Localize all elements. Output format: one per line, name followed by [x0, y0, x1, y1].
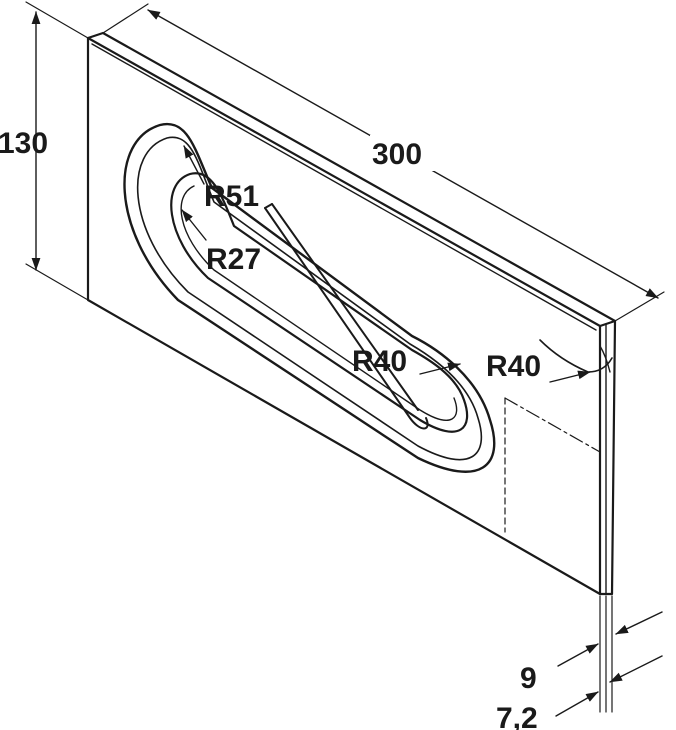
label-thickness-total: 9 [520, 662, 537, 695]
callout-r27: R27 [181, 209, 261, 276]
label-r40-slot: R40 [352, 345, 407, 378]
slot [264, 203, 429, 430]
dimension-length: 300 [102, 3, 665, 322]
label-r51: R51 [204, 180, 259, 213]
dimension-height: 130 [0, 1, 89, 301]
callout-r40-edge: R40 [486, 350, 591, 383]
label-r40-edge: R40 [486, 350, 541, 383]
label-thickness-panel: 7,2 [496, 702, 538, 730]
label-length: 300 [372, 138, 422, 171]
plate-body [86, 31, 617, 596]
hidden-lines [504, 397, 601, 533]
label-r27: R27 [206, 243, 261, 276]
callout-r51: R51 [183, 145, 259, 213]
label-height: 130 [0, 127, 48, 160]
callout-r40-slot: R40 [352, 345, 461, 378]
dimension-thickness: 9 7,2 [496, 595, 663, 730]
